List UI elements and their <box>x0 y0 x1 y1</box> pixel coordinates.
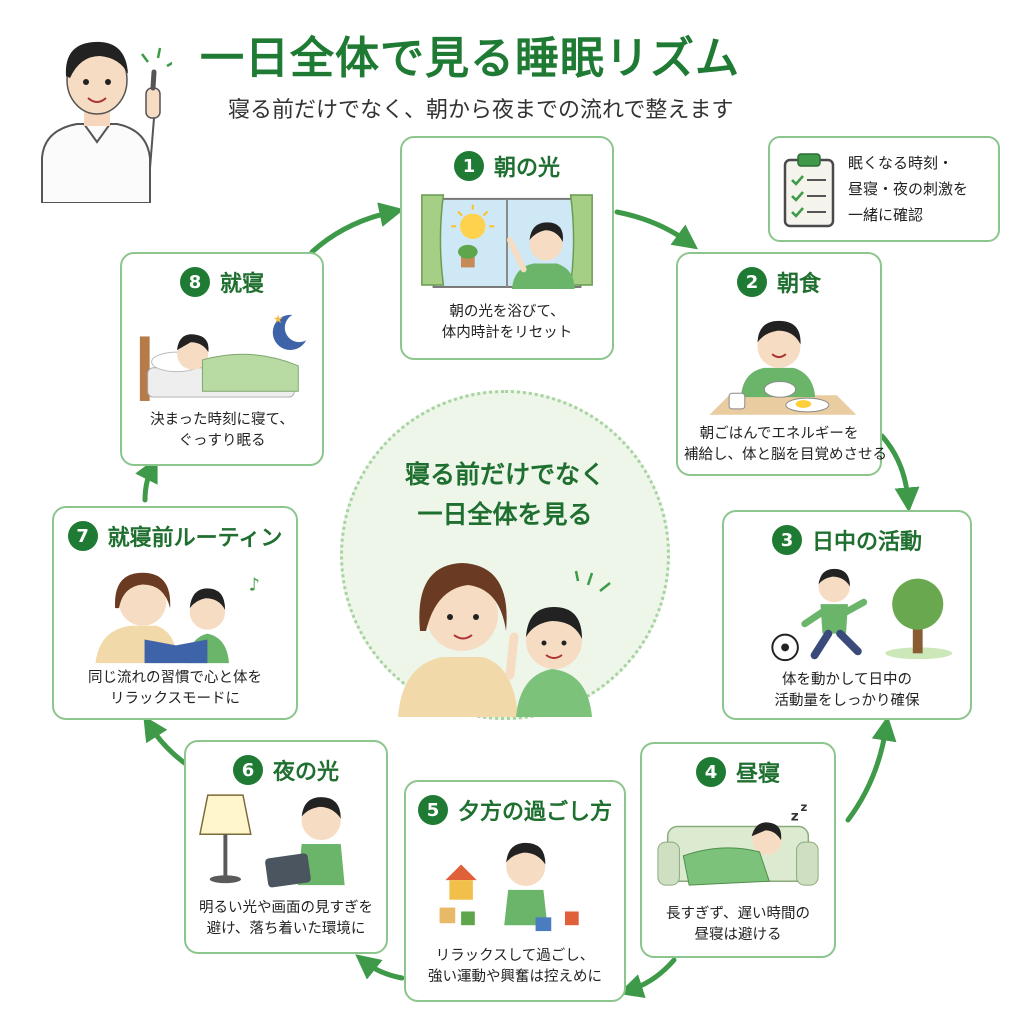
step-number: 1 <box>453 151 484 181</box>
presenter-illustration <box>22 18 175 204</box>
step-number: 2 <box>736 267 767 297</box>
center-line: 寝る前だけでなく <box>404 460 605 489</box>
step-card-1: 1 朝の光 朝の光を浴びて、体内時計をリセット <box>400 136 614 360</box>
step-description: 決まった時刻に寝て、ぐっすり眠る <box>150 412 294 449</box>
step-title: 朝の光 <box>493 156 560 181</box>
step-number: 5 <box>417 795 448 825</box>
step-description: 同じ流れの習慣で心と体をリラックスモードに <box>88 670 262 707</box>
arrow-3-to-4 <box>845 715 897 823</box>
parent-child-illustration <box>392 545 622 717</box>
note-box: 眠くなる時刻・ 昼寝・夜の刺激を 一緒に確認 <box>768 136 1000 242</box>
svg-text:★: ★ <box>273 312 284 326</box>
step-description: 長すぎず、遅い時間の昼寝は避ける <box>666 906 810 943</box>
step-title: 昼寝 <box>735 762 780 787</box>
step-description: 朝の光を浴びて、体内時計をリセット <box>441 304 573 341</box>
tablet-lamp-illustration <box>198 794 374 894</box>
step-description: リラックスして過ごし、強い運動や興奮は控えめに <box>428 948 602 985</box>
note-line: 昼寝・夜の刺激を <box>848 180 969 198</box>
center-message: 寝る前だけでなく 一日全体を見る <box>370 455 640 535</box>
page-title: 一日全体で見る睡眠リズム <box>200 33 740 84</box>
arrow-4-to-5 <box>618 957 677 999</box>
clipboard-check-icon <box>782 152 836 230</box>
step-title: 就寝前ルーティン <box>107 526 283 551</box>
nap-sofa-illustration: z z <box>654 796 822 900</box>
step-title: 就寝 <box>219 272 264 297</box>
step-card-3: 3 日中の活動 体を動かして日中の活動量をしっかり確保 <box>722 510 972 720</box>
arrow-1-to-2 <box>614 209 699 250</box>
note-line: 眠くなる時刻・ <box>848 154 954 172</box>
step-title: 夜の光 <box>272 760 339 785</box>
arrow-6-to-7 <box>143 715 189 767</box>
note-line: 一緒に確認 <box>848 206 924 224</box>
step-number: 4 <box>695 757 726 787</box>
svg-text:z: z <box>801 800 808 814</box>
playing-blocks-illustration <box>418 834 612 938</box>
breakfast-illustration <box>690 306 868 416</box>
arrow-8-to-1 <box>309 202 405 255</box>
step-title: 夕方の過ごし方 <box>457 800 612 825</box>
arrow-7-to-8 <box>135 456 158 503</box>
outdoor-activity-illustration <box>736 564 958 664</box>
step-description: 体を動かして日中の活動量をしっかり確保 <box>774 672 920 709</box>
morning-window-illustration <box>414 190 600 290</box>
sleeping-bed-illustration: ★ <box>134 306 310 406</box>
step-number: 6 <box>232 755 263 785</box>
step-card-2: 2 朝食 朝ごはんでエネルギーを補給し、体と脳を目覚めさせる <box>676 252 887 476</box>
arrow-2-to-3 <box>879 433 920 513</box>
step-number: 7 <box>67 521 98 551</box>
note-text: 眠くなる時刻・ 昼寝・夜の刺激を 一緒に確認 <box>848 150 968 228</box>
step-number: 8 <box>179 267 210 297</box>
center-line: 一日全体を見る <box>417 500 593 529</box>
svg-text:z: z <box>791 809 799 825</box>
step-title: 朝食 <box>776 272 821 297</box>
center-circle <box>340 390 670 720</box>
step-title: 日中の活動 <box>811 530 922 555</box>
svg-text:♪: ♪ <box>249 575 260 595</box>
step-card-6: 6 夜の光 明るい光や画面の見すぎを避け、落ち着いた環境に <box>184 740 388 954</box>
step-card-8: 8 就寝 ★ 決まった時刻に寝て、ぐっすり眠る <box>120 252 324 466</box>
step-description: 明るい光や画面の見すぎを避け、落ち着いた環境に <box>199 900 373 937</box>
step-card-4: 4 昼寝 z z 長すぎず、遅い時間の昼寝は避ける <box>640 742 836 958</box>
bedtime-reading-illustration: ♪ <box>66 560 284 664</box>
step-card-5: 5 夕方の過ごし方 リラックスして過ごし、強い運動や興奮は控えめに <box>404 780 626 1002</box>
step-description: 朝ごはんでエネルギーを補給し、体と脳を目覚めさせる <box>684 426 887 463</box>
page-subtitle: 寝る前だけでなく、朝から夜までの流れで整えます <box>228 98 734 123</box>
step-number: 3 <box>771 525 802 555</box>
step-card-7: 7 就寝前ルーティン ♪ 同じ流れの習慣で心と体をリラックスモードに <box>52 506 298 720</box>
arrow-5-to-6 <box>355 954 405 981</box>
